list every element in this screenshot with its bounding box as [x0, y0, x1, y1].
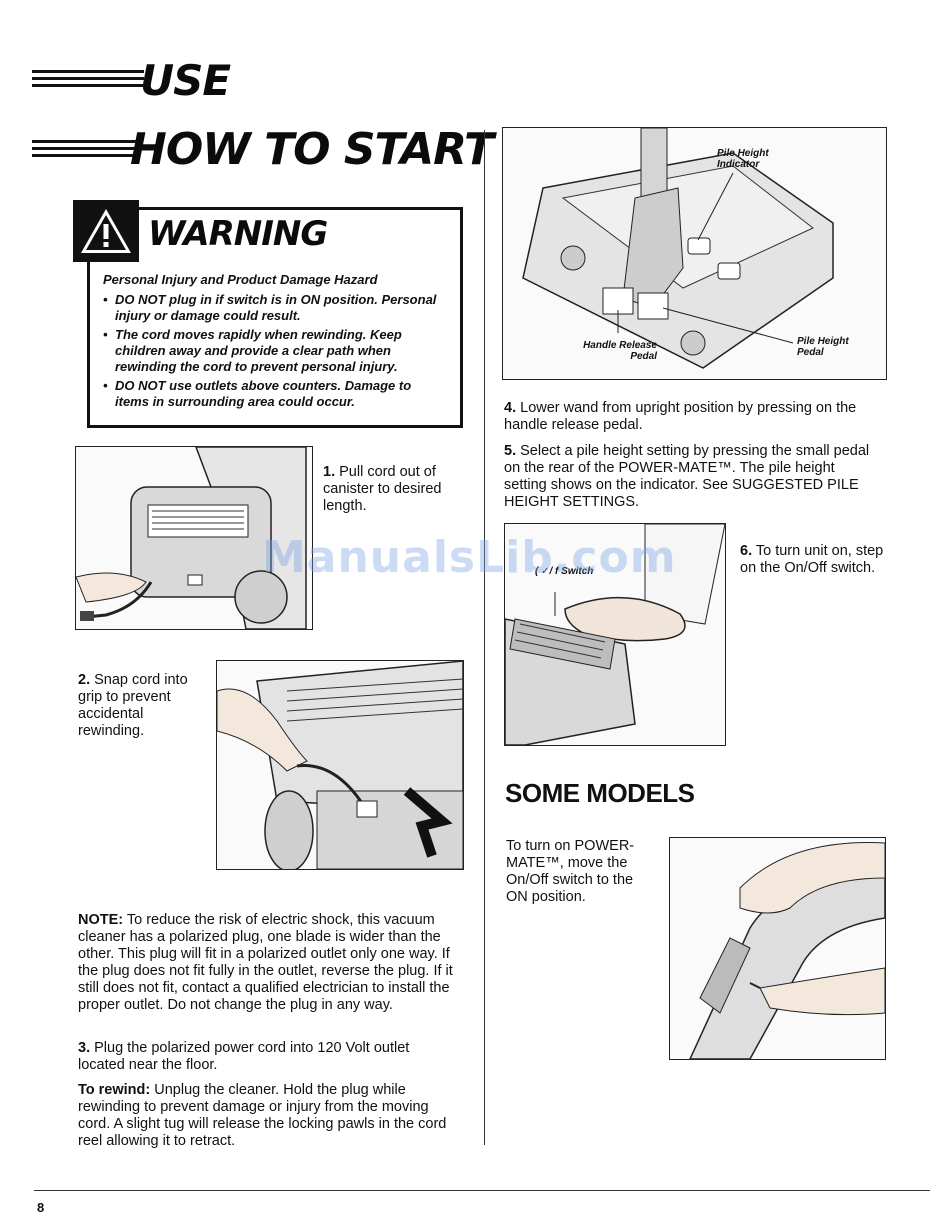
label-handle-release-pedal: Handle Release Pedal: [583, 340, 657, 362]
step-1-text: Pull cord out of canister to desired len…: [323, 464, 442, 514]
label-onoff-switch: ( ✓/ f Switch: [535, 566, 594, 577]
step-2: 2. Snap cord into grip to prevent accide…: [78, 672, 188, 740]
step-5-text: Select a pile height setting by pressing…: [504, 443, 870, 510]
step-6-text: To turn unit on, step on the On/Off swit…: [740, 543, 884, 576]
figure-cord-grip: [216, 660, 464, 870]
step-4-text: Lower wand from upright position by pres…: [504, 400, 857, 433]
step-5: 5. Select a pile height setting by press…: [504, 443, 879, 511]
step-3: 3. Plug the polarized power cord into 12…: [78, 1040, 456, 1074]
power-mate-illustration: [522, 128, 834, 369]
step-2-number: 2.: [78, 672, 91, 688]
label-pile-height-pedal: Pile Height Pedal: [797, 336, 849, 358]
footer-rule: [34, 1190, 930, 1191]
note-label: NOTE:: [78, 912, 124, 928]
label-pile-height-indicator: Pile Height Indicator: [717, 148, 769, 170]
rewind-paragraph: To rewind: Unplug the cleaner. Hold the …: [78, 1082, 456, 1150]
some-models-text: To turn on POWER-MATE™, move the On/Off …: [506, 838, 635, 905]
step-4: 4. Lower wand from upright position by p…: [504, 400, 879, 434]
step-5-number: 5.: [504, 443, 517, 459]
warning-list: DO NOT plug in if switch is in ON positi…: [103, 292, 448, 413]
figure-power-mate-switch: [669, 837, 886, 1060]
column-divider: [484, 130, 485, 1145]
step-4-number: 4.: [504, 400, 517, 416]
watermark: ManualsLib.com: [262, 532, 677, 583]
figure-power-mate: Pile Height Indicator Handle Release Ped…: [502, 127, 887, 380]
step-6: 6. To turn unit on, step on the On/Off s…: [740, 543, 885, 577]
some-models-heading: SOME MODELS: [505, 778, 695, 808]
use-heading-bars: [32, 70, 144, 91]
note-text: To reduce the risk of electric shock, th…: [78, 912, 453, 1013]
figure-foot-switch: ( ✓/ f Switch: [504, 523, 726, 746]
note-paragraph: NOTE: To reduce the risk of electric sho…: [78, 912, 456, 1014]
step-3-number: 3.: [78, 1040, 91, 1056]
step-2-text: Snap cord into grip to prevent accidenta…: [78, 672, 188, 739]
cord-grip-illustration: [217, 661, 463, 869]
warning-title: WARNING: [148, 214, 328, 254]
warning-icon: [81, 209, 131, 253]
warning-item: DO NOT plug in if switch is in ON positi…: [103, 292, 448, 324]
foot-switch-illustration: [505, 524, 725, 745]
step-1-number: 1.: [323, 464, 336, 480]
step-1: 1. Pull cord out of canister to desired …: [323, 464, 443, 515]
use-heading: USE: [140, 56, 231, 105]
warning-item: DO NOT use outlets above counters. Damag…: [103, 378, 448, 410]
page-number: 8: [37, 1200, 45, 1215]
rewind-label: To rewind:: [78, 1082, 151, 1098]
how-to-start-heading-bars: [32, 140, 136, 161]
power-mate-switch-illustration: [689, 842, 885, 1059]
step-3-text: Plug the polarized power cord into 120 V…: [78, 1040, 410, 1073]
warning-subtitle: Personal Injury and Product Damage Hazar…: [103, 272, 378, 287]
how-to-start-heading: HOW TO START: [130, 124, 494, 175]
step-6-number: 6.: [740, 543, 753, 559]
figure-pull-cord: [75, 446, 313, 630]
rewind-text: Unplug the cleaner. Hold the plug while …: [78, 1082, 447, 1149]
warning-item: The cord moves rapidly when rewinding. K…: [103, 327, 448, 375]
canister-cord-illustration: [76, 447, 307, 629]
